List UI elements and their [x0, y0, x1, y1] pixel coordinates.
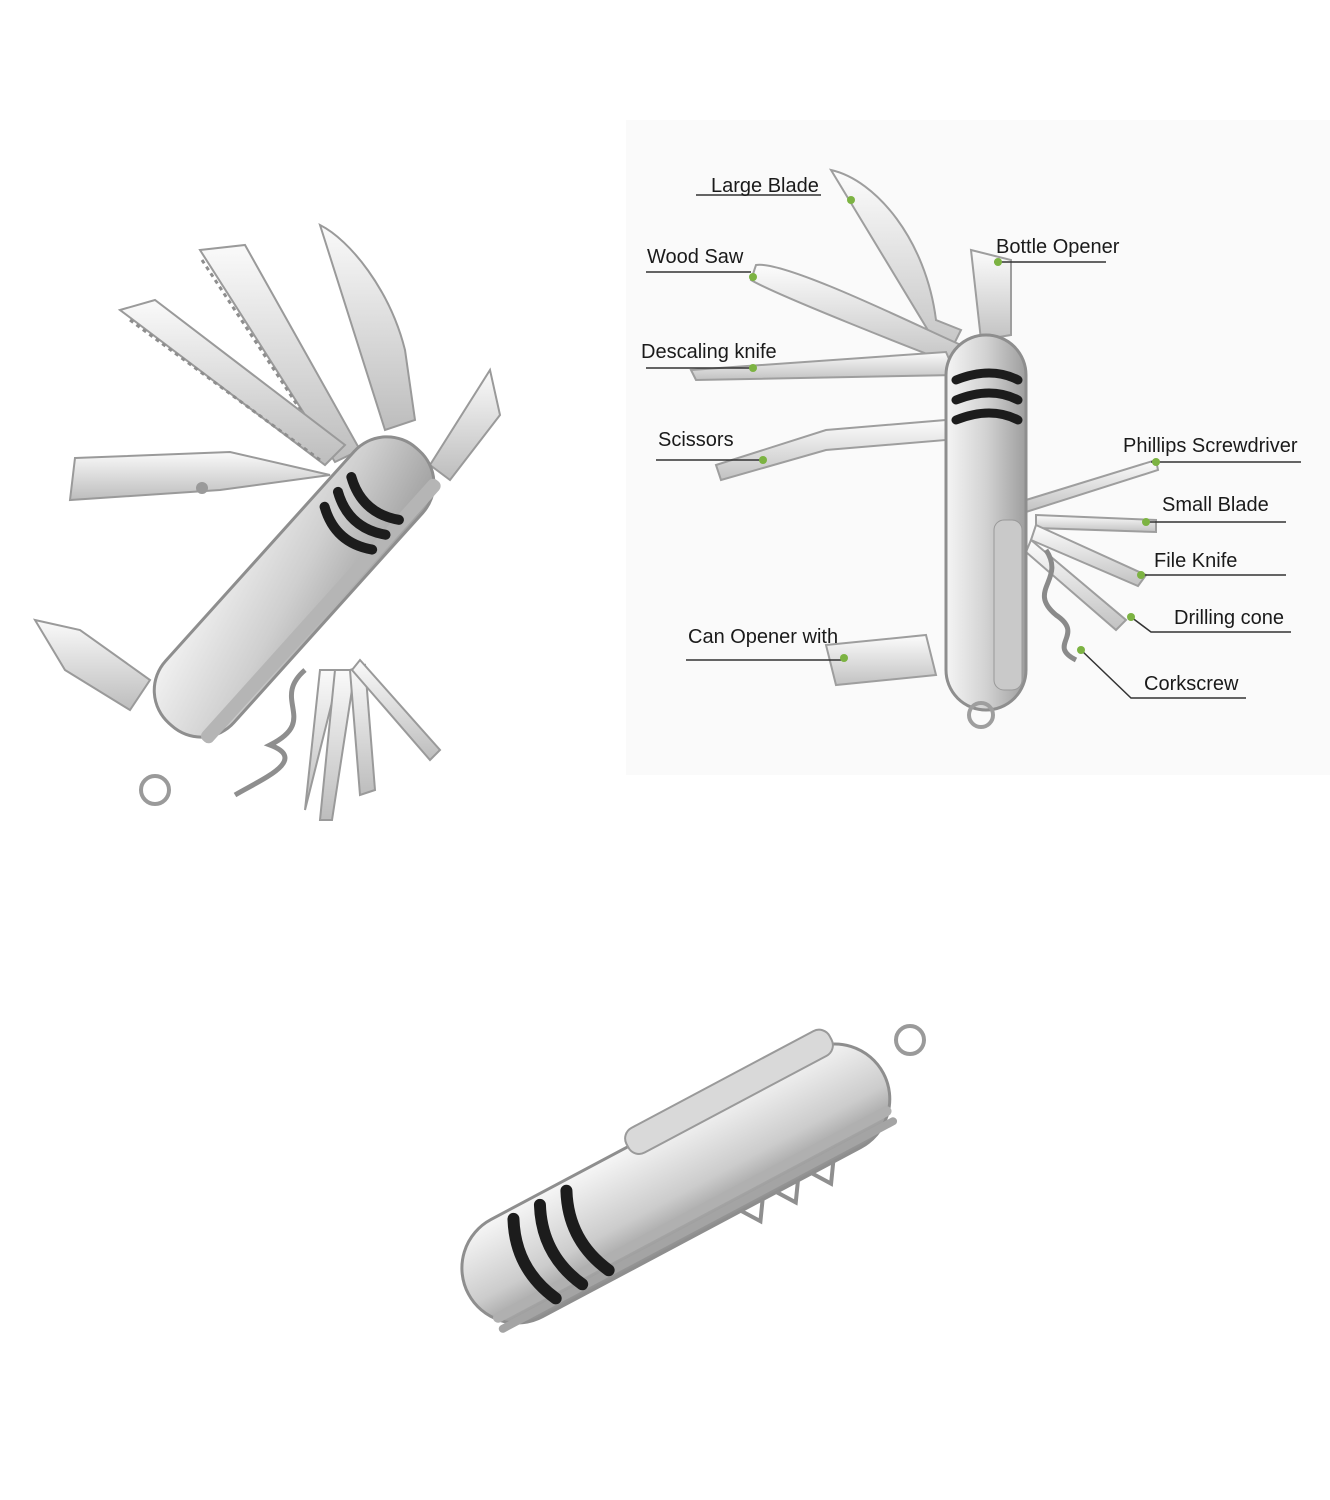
callout-corkscrew: Corkscrew [1144, 673, 1239, 695]
bottle-opener-shape [428, 367, 502, 482]
closed-knife-illustration [460, 1024, 926, 1333]
callout-can-opener: Can Opener with [688, 626, 839, 648]
labeled-knife-illustration [646, 168, 1301, 729]
callout-phillips-screwdriver: Phillips Screwdriver [1123, 435, 1298, 457]
screwdriver-shape [350, 658, 442, 762]
closed-knife-body [460, 1028, 898, 1333]
scissors-shape [68, 450, 331, 502]
labeled-knife-handle [944, 333, 1028, 729]
closed-knife-photo [405, 985, 945, 1333]
file-shape [318, 669, 357, 821]
knife-handle [152, 435, 441, 744]
callout-small-blade: Small Blade [1162, 494, 1269, 516]
callout-drilling-cone: Drilling cone [1174, 607, 1285, 629]
key-ring [139, 774, 171, 806]
corkscrew-shape [233, 668, 307, 798]
grip-stripes [319, 472, 404, 555]
callout-large-blade: Large Blade [711, 175, 819, 197]
open-knife-illustration [32, 223, 502, 821]
can-opener-shape [32, 618, 152, 712]
callout-file-knife: File Knife [1154, 550, 1238, 572]
leader-lines [646, 194, 1301, 699]
callout-wood-saw: Wood Saw [647, 246, 744, 268]
callout-descaling-knife: Descaling knife [641, 341, 777, 363]
descaling-knife-shape [117, 298, 347, 467]
large-blade-shape [318, 223, 417, 432]
closed-key-ring [894, 1024, 926, 1056]
open-knife-photo [20, 200, 540, 840]
labeled-knife-diagram: Large Blade Bottle Opener Wood Saw Desca… [626, 120, 1330, 775]
callout-scissors: Scissors [658, 429, 734, 451]
closed-grip-stripes [507, 1184, 615, 1305]
callout-bottle-opener: Bottle Opener [996, 236, 1120, 258]
